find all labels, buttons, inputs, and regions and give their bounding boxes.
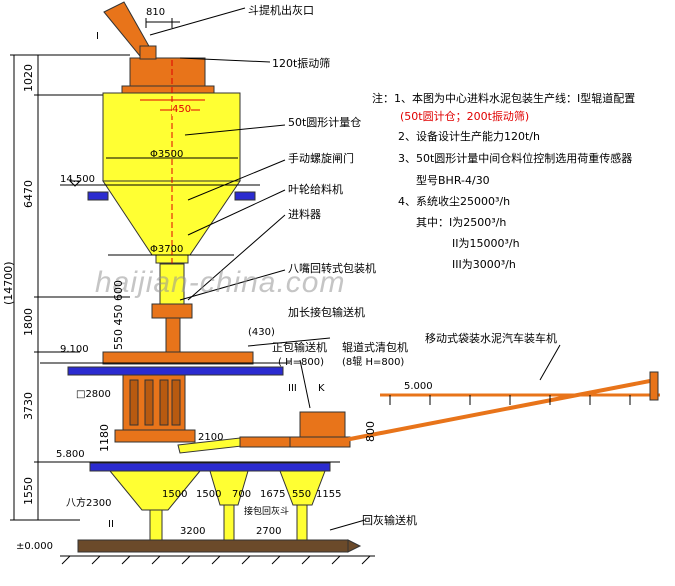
label-mark-III: III bbox=[288, 383, 297, 394]
label-elev-0: ±0.000 bbox=[16, 541, 54, 552]
label-elev-14500: 14.500 bbox=[60, 174, 95, 185]
return-conveyor bbox=[77, 519, 366, 553]
watermark: haijian-china.com bbox=[95, 266, 346, 299]
bag-conveyor bbox=[177, 337, 351, 454]
label-return-conveyor: 回灰输送机 bbox=[362, 514, 417, 527]
note-4a: 其中：I为2500³/h bbox=[416, 216, 507, 229]
note-4b: II为15000³/h bbox=[452, 237, 520, 250]
label-mark-I: I bbox=[96, 31, 99, 42]
label-h800-b: (8辊 H=800) bbox=[342, 357, 405, 368]
label-dim-1180: 1180 bbox=[98, 424, 111, 452]
label-dim-1500b: 1500 bbox=[196, 489, 222, 500]
label-feeder: 进料器 bbox=[288, 208, 321, 221]
note-4c: III为3000³/h bbox=[452, 258, 516, 271]
label-bucket-outlet: 斗提机出灰口 bbox=[248, 4, 314, 17]
left-dimension-lines bbox=[10, 54, 130, 521]
label-dim-800: 800 bbox=[364, 421, 377, 442]
label-mark-K: K bbox=[318, 383, 325, 394]
label-dim-810: 810 bbox=[146, 7, 166, 18]
platform-14500 bbox=[60, 180, 260, 201]
label-dim-1550: 1550 bbox=[22, 477, 35, 505]
label-conveyor-long: 加长接包输送机 bbox=[288, 306, 365, 319]
label-mobile-loader: 移动式袋装水泥汽车装车机 bbox=[425, 332, 557, 345]
label-elev-9100: 9.100 bbox=[60, 344, 89, 355]
label-return-hopper: 接包回灰斗 bbox=[244, 507, 290, 517]
label-dim-550-450-600: 550 450 600 bbox=[112, 280, 125, 350]
label-dim-3730: 3730 bbox=[22, 392, 35, 420]
label-dim-700: 700 bbox=[232, 489, 252, 500]
label-dim-1675: 1675 bbox=[260, 489, 286, 500]
label-dim-2800: □2800 bbox=[76, 389, 111, 400]
label-dim-1020: 1020 bbox=[22, 64, 35, 92]
note-1b: (50t圆计仓；200t振动筛) bbox=[400, 110, 530, 123]
label-impeller-feeder: 叶轮给料机 bbox=[288, 183, 343, 196]
label-roller-cleaner: 辊道式清包机 bbox=[342, 341, 408, 354]
rotary-packer bbox=[114, 269, 286, 443]
note-2: 2、设备设计生产能力120t/h bbox=[398, 130, 540, 143]
label-dim-1500a: 1500 bbox=[162, 489, 188, 500]
note-3b: 型号BHR-4/30 bbox=[416, 174, 490, 187]
note-3: 3、50t圆形计量中间仓料位控制选用荷重传感器 bbox=[398, 152, 633, 165]
label-elev-5000: 5.000 bbox=[404, 381, 433, 392]
label-packer: 八嘴回转式包装机 bbox=[288, 262, 376, 275]
label-dim-2700: 2700 bbox=[256, 526, 282, 537]
label-bin-50t: 50t圆形计量仓 bbox=[288, 116, 362, 129]
vibrating-screen-120t bbox=[121, 45, 271, 94]
note-1: 注：1、本图为中心进料水泥包装生产线：I型辊道配置 bbox=[372, 92, 636, 105]
label-straight-conveyor: 正包输送机 bbox=[272, 341, 327, 354]
label-elev-5800: 5.800 bbox=[56, 449, 85, 460]
label-mark-II: II bbox=[108, 519, 114, 530]
mobile-truck-loader bbox=[344, 344, 660, 442]
label-dim-550: 550 bbox=[292, 489, 312, 500]
bucket-elevator-outlet bbox=[103, 1, 246, 57]
label-phi-3500: Φ3500 bbox=[150, 149, 184, 160]
label-dim-430: (430) bbox=[248, 327, 275, 338]
label-dim-14700: (14700) bbox=[2, 261, 15, 305]
return-hoppers bbox=[108, 470, 326, 541]
label-phi-3700: Φ3700 bbox=[150, 244, 184, 255]
label-screen-120t: 120t振动筛 bbox=[272, 57, 331, 70]
label-manual-gate: 手动螺旋闸门 bbox=[288, 152, 354, 165]
label-dim-2100: 2100 bbox=[198, 432, 224, 443]
platform-5800 bbox=[40, 461, 340, 472]
label-dim-6470: 6470 bbox=[22, 180, 35, 208]
label-h800-a: ( H=800) bbox=[278, 357, 324, 368]
label-dim-1155: 1155 bbox=[316, 489, 342, 500]
bin-50t bbox=[102, 60, 286, 350]
platform-9100 bbox=[40, 351, 290, 376]
ground-line bbox=[60, 555, 375, 565]
note-4: 4、系统收尘25000³/h bbox=[398, 195, 511, 208]
label-dim-1800: 1800 bbox=[22, 308, 35, 336]
label-dim-3200: 3200 bbox=[180, 526, 206, 537]
gate-and-feeder bbox=[151, 159, 286, 353]
label-octagon-2300: 八方2300 bbox=[66, 498, 112, 509]
label-dim-450: 450 bbox=[172, 103, 192, 116]
